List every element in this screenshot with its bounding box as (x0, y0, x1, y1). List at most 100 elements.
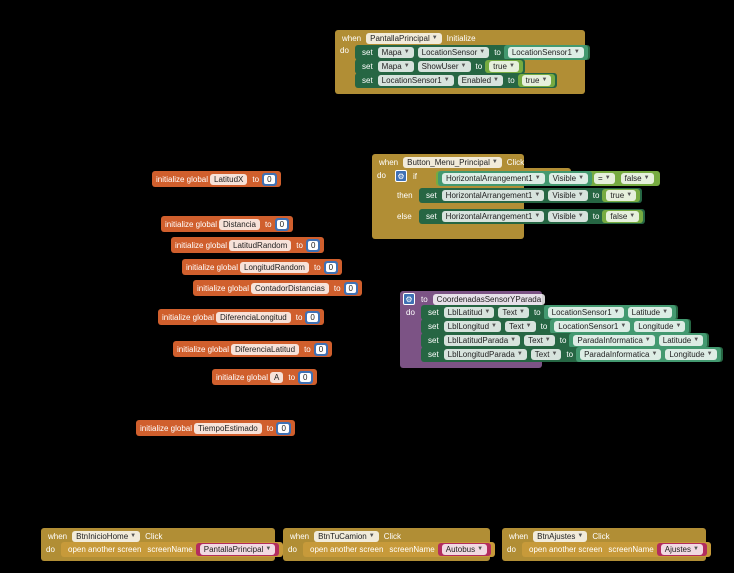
component-getter-block[interactable]: LocationSensor1▼ Latitude▼ (543, 305, 677, 320)
nav-click-event-block[interactable]: when BtnInicioHome▼ Click do open anothe… (41, 528, 284, 561)
property-dropdown[interactable]: Visible▼ (548, 173, 589, 184)
number-value[interactable]: 0 (345, 283, 356, 293)
global-variable-block[interactable]: initialize global DiferenciaLongitud to … (158, 309, 324, 325)
number-block[interactable]: 0 (262, 172, 277, 186)
component-dropdown[interactable]: BtnTuCamion▼ (314, 530, 379, 542)
text-block[interactable]: PantallaPrincipal▼ (195, 543, 280, 556)
compare-block[interactable]: HorizontalArrangement1▼ Visible▼ =▼ fals… (436, 171, 660, 186)
nav-click-event-block[interactable]: when BtnAjustes▼ Click do open another s… (502, 528, 711, 561)
variable-name-field[interactable]: TiempoEstimado (194, 422, 262, 434)
variable-name-field[interactable]: ContadorDistancias (251, 282, 329, 294)
nav-click-event-block[interactable]: when BtnTuCamion▼ Click do open another … (283, 528, 496, 561)
variable-name-field[interactable]: Distancia (219, 218, 260, 230)
initialize-event-block[interactable]: when PantallaPrincipal▼ Initialize do se… (335, 30, 590, 94)
boolean-block[interactable]: false▼ (616, 172, 658, 185)
component-dropdown[interactable]: LblLatitud▼ (443, 307, 495, 318)
component-dropdown[interactable]: HorizontalArrangement1▼ (441, 190, 545, 201)
number-block[interactable]: 0 (313, 342, 329, 356)
component-dropdown[interactable]: LocationSensor1▼ (377, 75, 454, 86)
open-screen-block[interactable]: open another screen screenName PantallaP… (61, 542, 284, 557)
text-dropdown[interactable]: Autobus▼ (441, 544, 488, 555)
component-dropdown[interactable]: BtnAjustes▼ (533, 530, 588, 542)
boolean-block[interactable]: false▼ (602, 210, 644, 223)
text-block[interactable]: Autobus▼ (437, 543, 492, 556)
variable-name-field[interactable]: DiferenciaLatitud (231, 343, 300, 355)
number-block[interactable]: 0 (274, 217, 290, 231)
text-block[interactable]: Ajustes▼ (656, 543, 707, 556)
variable-name-field[interactable]: LatitudRandom (229, 239, 292, 251)
component-dropdown[interactable]: HorizontalArrangement1▼ (441, 211, 545, 222)
boolean-dropdown[interactable]: false▼ (620, 173, 654, 184)
number-value[interactable]: 0 (307, 240, 319, 250)
setter-block[interactable]: set LblLatitudParada▼ Text▼ to ParadaInf… (421, 333, 710, 348)
component-dropdown[interactable]: LocationSensor1▼ (554, 321, 631, 332)
global-variable-block[interactable]: initialize global DiferenciaLatitud to 0 (173, 341, 333, 357)
boolean-dropdown[interactable]: true▼ (489, 61, 519, 72)
component-dropdown[interactable]: LblLongitud▼ (443, 321, 501, 332)
variable-name-field[interactable]: A (270, 371, 284, 383)
component-dropdown[interactable]: Mapa▼ (377, 61, 414, 72)
component-dropdown[interactable]: LblLongitudParada▼ (443, 349, 527, 360)
number-block[interactable]: 0 (323, 260, 339, 274)
global-variable-block[interactable]: initialize global LatitudRandom to 0 (171, 237, 325, 253)
number-value[interactable]: 0 (325, 262, 337, 272)
variable-name-field[interactable]: LatitudX (210, 173, 248, 185)
global-variable-block[interactable]: initialize global A to 0 (212, 369, 317, 385)
number-block[interactable]: 0 (298, 370, 313, 384)
setter-block[interactable]: set LblLongitudParada▼ Text▼ to ParadaIn… (421, 347, 723, 362)
screen-dropdown[interactable]: PantallaPrincipal▼ (366, 32, 442, 44)
property-dropdown[interactable]: Text▼ (505, 321, 536, 332)
property-dropdown[interactable]: LocationSensor▼ (417, 47, 490, 58)
component-getter-block[interactable]: LocationSensor1▼ (503, 45, 588, 60)
global-variable-block[interactable]: initialize global ContadorDistancias to … (193, 280, 362, 296)
gear-icon[interactable]: ⚙ (403, 293, 415, 305)
number-value[interactable]: 0 (278, 423, 289, 433)
component-dropdown[interactable]: HorizontalArrangement1▼ (442, 173, 545, 184)
setter-block[interactable]: set HorizontalArrangement1▼ Visible▼ to … (419, 209, 646, 224)
number-value[interactable]: 0 (264, 174, 275, 184)
component-dropdown[interactable]: Mapa▼ (377, 47, 414, 58)
global-variable-block[interactable]: initialize global TiempoEstimado to 0 (136, 420, 295, 436)
number-block[interactable]: 0 (305, 310, 320, 324)
property-dropdown[interactable]: Text▼ (524, 335, 555, 346)
number-value[interactable]: 0 (315, 344, 327, 354)
global-variable-block[interactable]: initialize global LongitudRandom to 0 (182, 259, 343, 275)
property-dropdown[interactable]: Enabled▼ (457, 75, 503, 86)
component-getter-block[interactable]: ParadaInformatica▼ Longitude▼ (576, 347, 721, 362)
property-dropdown[interactable]: Longitude▼ (665, 349, 717, 360)
operator-dropdown[interactable]: =▼ (594, 173, 615, 184)
component-dropdown[interactable]: BtnInicioHome▼ (72, 530, 141, 542)
boolean-dropdown[interactable]: false▼ (606, 211, 640, 222)
number-block[interactable]: 0 (305, 238, 321, 252)
number-block[interactable]: 0 (276, 421, 291, 435)
setter-block[interactable]: set HorizontalArrangement1▼ Visible▼ to … (419, 188, 643, 203)
number-value[interactable]: 0 (276, 219, 288, 229)
number-value[interactable]: 0 (307, 312, 318, 322)
setter-block[interactable]: set Mapa▼ LocationSensor▼ to LocationSen… (355, 45, 590, 60)
text-dropdown[interactable]: Ajustes▼ (660, 544, 703, 555)
procedure-name-field[interactable]: CoordenadasSensorYParada (432, 293, 546, 305)
component-dropdown[interactable]: LblLatitudParada▼ (443, 335, 521, 346)
component-dropdown[interactable]: ParadaInformatica▼ (580, 349, 662, 360)
boolean-block[interactable]: true▼ (517, 74, 556, 87)
component-getter-block[interactable]: LocationSensor1▼ Longitude▼ (550, 319, 690, 334)
component-dropdown[interactable]: LocationSensor1▼ (507, 47, 584, 58)
global-variable-block[interactable]: initialize global LatitudX to 0 (152, 171, 281, 187)
variable-name-field[interactable]: LongitudRandom (240, 261, 309, 273)
gear-icon[interactable]: ⚙ (395, 170, 407, 182)
property-dropdown[interactable]: Longitude▼ (634, 321, 686, 332)
boolean-block[interactable]: true▼ (602, 189, 641, 202)
property-dropdown[interactable]: Text▼ (530, 349, 562, 360)
boolean-dropdown[interactable]: true▼ (606, 190, 637, 201)
boolean-block[interactable]: true▼ (485, 60, 523, 73)
boolean-dropdown[interactable]: true▼ (521, 75, 552, 86)
property-dropdown[interactable]: Text▼ (498, 307, 529, 318)
global-variable-block[interactable]: initialize global Distancia to 0 (161, 216, 294, 232)
number-value[interactable]: 0 (300, 372, 311, 382)
component-getter-block[interactable]: HorizontalArrangement1▼ Visible▼ (438, 171, 593, 186)
setter-block[interactable]: set LblLongitud▼ Text▼ to LocationSensor… (421, 319, 692, 334)
open-screen-block[interactable]: open another screen screenName Autobus▼ (303, 542, 496, 557)
component-dropdown[interactable]: LocationSensor1▼ (547, 307, 624, 318)
number-block[interactable]: 0 (343, 281, 358, 295)
property-dropdown[interactable]: Latitude▼ (627, 307, 673, 318)
